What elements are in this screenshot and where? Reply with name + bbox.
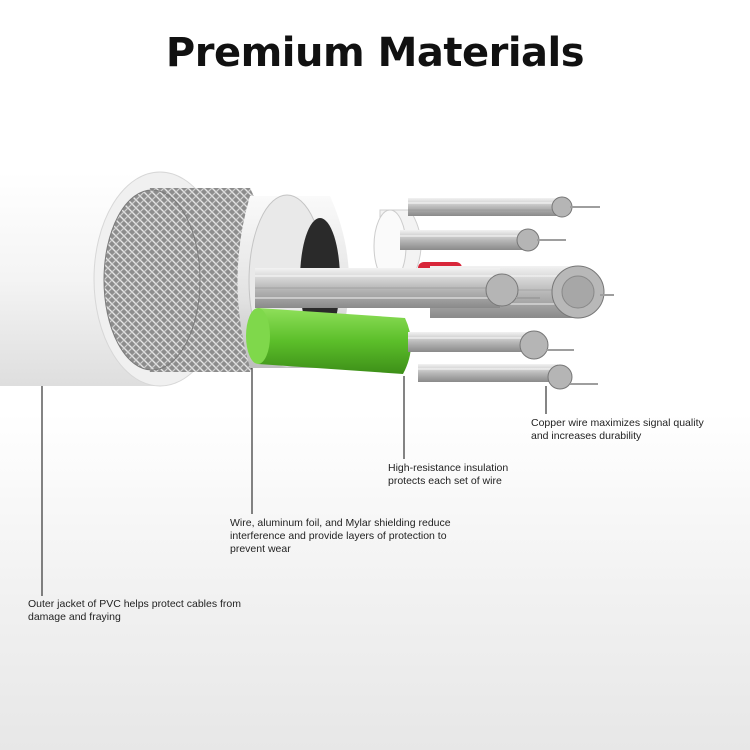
braided-shield: [103, 188, 273, 372]
page-title: Premium Materials: [165, 30, 585, 76]
callout-copper-wire: Copper wire maximizes signal quality and…: [531, 417, 704, 442]
copper-wire-bundles: [255, 196, 614, 390]
green-insulation: [246, 308, 412, 374]
leader-lines: [41, 368, 547, 596]
callout-shielding: Wire, aluminum foil, and Mylar shielding…: [230, 517, 451, 555]
callout-insulation: High-resistance insulation protects each…: [388, 462, 509, 487]
callout-pvc-jacket: Outer jacket of PVC helps protect cables…: [28, 598, 242, 623]
